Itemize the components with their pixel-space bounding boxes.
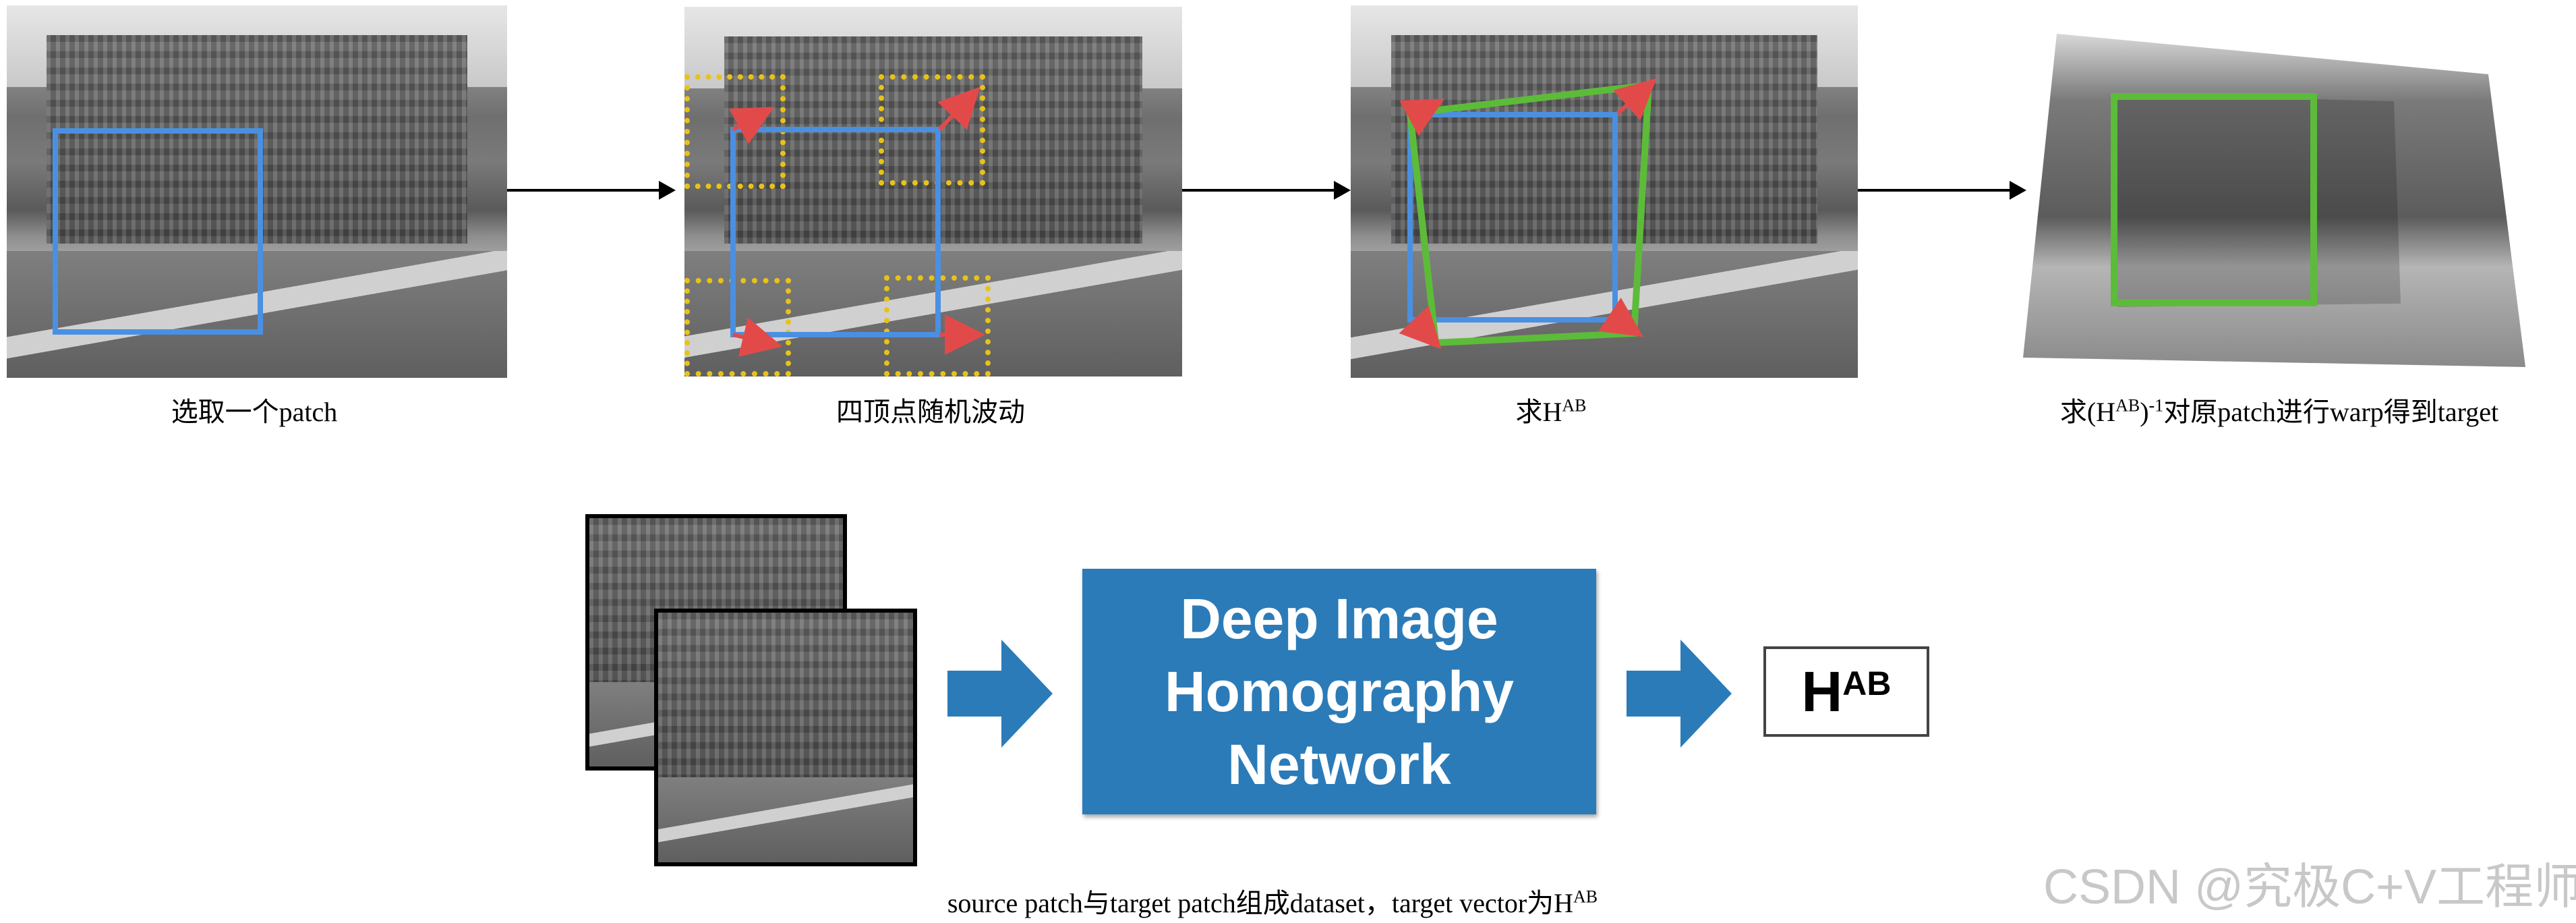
arrow-3-4 (1858, 181, 2026, 200)
target-patch-box (2111, 93, 2317, 306)
arrow-2-3 (1182, 181, 1351, 200)
step4-caption: 求(HAB)-1对原patch进行warp得到target (2059, 395, 2499, 427)
target-quad (1399, 78, 1657, 349)
dataset-caption: source patch与target patch组成dataset，targe… (947, 887, 1598, 918)
flow-arrow-input (947, 640, 1053, 748)
source-patch-box (53, 128, 263, 335)
photo-step2 (684, 7, 1182, 376)
deep-image-homography-network: Deep Image Homography Network (1082, 569, 1596, 814)
step2-caption: 四顶点随机波动 (836, 397, 1025, 427)
photo-step4-warped (2023, 34, 2525, 367)
target-patch-image (654, 609, 917, 866)
perturb-region-bl (684, 278, 791, 376)
source-patch-box (1407, 112, 1618, 323)
perturb-arrows (728, 86, 985, 357)
flow-arrow-output (1627, 640, 1732, 748)
arrow-1-2 (507, 181, 676, 200)
step3-caption: 求HAB (1515, 395, 1587, 427)
csdn-watermark: CSDN @究极C+V工程师 (2043, 860, 2576, 914)
step1-caption: 选取一个patch (171, 397, 338, 427)
source-patch-box (730, 127, 941, 337)
photo-step1 (7, 5, 507, 378)
photo-step3 (1351, 5, 1858, 378)
